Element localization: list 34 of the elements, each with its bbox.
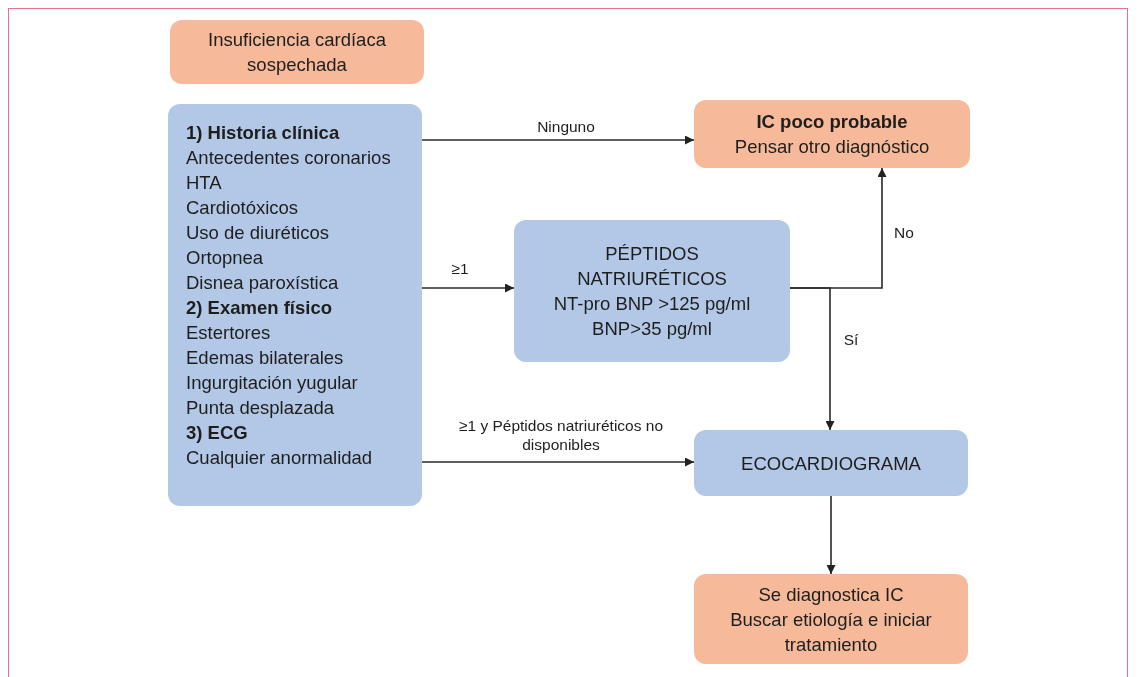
process-box (694, 430, 968, 496)
box-heading: 2) Examen físico (186, 296, 332, 320)
box-heading: 1) Historia clínica (186, 121, 340, 145)
box-text: Punta desplazada (186, 396, 335, 420)
box-text: Disnea paroxística (186, 271, 339, 295)
box-text: PÉPTIDOS NATRIURÉTICOS (576, 242, 728, 291)
arrow (421, 457, 695, 467)
box-text: Uso de diuréticos (186, 221, 329, 245)
box-text: BNP>35 pg/ml (592, 317, 712, 341)
box-heading: 3) ECG (186, 421, 248, 445)
process-box (514, 220, 790, 362)
box-text: Se diagnostica IC (758, 582, 904, 607)
box-text: Cardiotóxicos (186, 196, 299, 220)
arrow (421, 283, 515, 293)
terminal-box (694, 574, 968, 664)
arrow (421, 135, 695, 145)
box-text: NT-pro BNP >125 pg/ml (553, 292, 751, 316)
box-text: Ingurgitación yugular (186, 371, 358, 395)
box-text: ECOCARDIOGRAMA (741, 451, 921, 476)
process-box (168, 104, 422, 506)
box-text: Pensar otro diagnóstico (734, 135, 930, 159)
arrow (789, 287, 835, 431)
terminal-box (694, 100, 970, 168)
box-text: Insuficiencia cardíaca sospechada (207, 28, 387, 77)
box-text: HTA (186, 171, 222, 195)
box-text: Estertores (186, 321, 271, 345)
box-text: Antecedentes coronarios (186, 146, 391, 170)
box-text: Ortopnea (186, 246, 264, 270)
box-text: Buscar etiología e iniciar tratamiento (729, 607, 933, 657)
box-text: Cualquier anormalidad (186, 446, 373, 470)
terminal-box (170, 20, 424, 84)
box-heading: IC poco probable (756, 110, 908, 134)
arrow (826, 495, 836, 575)
box-text: Edemas bilaterales (186, 346, 344, 370)
